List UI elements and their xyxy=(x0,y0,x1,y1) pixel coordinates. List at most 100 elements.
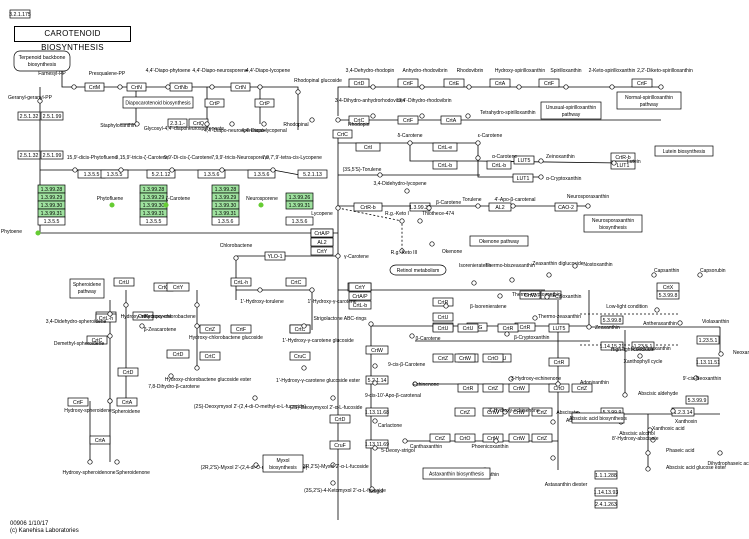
enzyme-box[interactable]: CrtD xyxy=(329,414,351,424)
enzyme-box[interactable]: CrtZ xyxy=(482,383,504,393)
compound-node[interactable]: α-Cryptoxanthin xyxy=(538,174,582,182)
compound-node[interactable]: ε-Carotene xyxy=(475,133,503,146)
enzyme-box[interactable]: LUT1 xyxy=(512,173,534,183)
compound-node[interactable]: Carlactone xyxy=(372,418,403,429)
enzyme-box[interactable]: 1.13.11.68 xyxy=(365,407,389,417)
compound-node[interactable]: β-Carotene xyxy=(426,200,462,211)
linked-map-box[interactable]: Abscisic acid biosynthesis xyxy=(569,412,627,424)
enzyme-box[interactable]: 5.3.99.8 xyxy=(656,290,680,300)
compound-node[interactable]: 4,4'-Diapo-phytoene xyxy=(146,68,191,90)
enzyme-box[interactable]: CrtD xyxy=(117,367,139,377)
enzyme-box[interactable]: 1.3.5.6 xyxy=(285,216,314,226)
compound-node[interactable]: Demethyl-spheroidene xyxy=(54,333,113,347)
enzyme-box[interactable]: CruF xyxy=(329,440,351,450)
enzyme-box[interactable]: 2.4.1.263 xyxy=(594,499,618,509)
enzyme-box[interactable]: YLO-1 xyxy=(264,251,286,261)
enzyme-box[interactable]: 3.2.1.175 xyxy=(9,9,31,19)
compound-node[interactable]: 3,4-Dehydro-rhodopin xyxy=(346,68,395,90)
compound-node[interactable]: Capsorubin xyxy=(697,268,726,278)
enzyme-box[interactable]: 2.5.1.32 xyxy=(17,150,41,160)
compound-node[interactable]: γ-Carotene xyxy=(335,253,369,260)
compound-node[interactable]: 7,9,7',9'-tetra-cis-Lycopene xyxy=(262,155,322,173)
enzyme-box[interactable]: 1.3.99.29 xyxy=(37,192,66,202)
compound-node[interactable]: Phytoene xyxy=(1,229,41,236)
enzyme-box[interactable]: CrtO xyxy=(482,353,504,363)
enzyme-box[interactable]: LUT5 xyxy=(548,323,570,333)
enzyme-box[interactable]: CrtE xyxy=(443,78,465,88)
compound-node[interactable]: 9-cis-10'-Apo-β-carotenal xyxy=(365,380,421,399)
enzyme-box[interactable]: AL2 xyxy=(488,202,512,212)
compound-node[interactable]: Xanthoxin xyxy=(670,408,698,425)
enzyme-box[interactable]: CrtW xyxy=(454,353,476,363)
compound-node[interactable]: Strigol xyxy=(369,486,383,495)
compound-node[interactable]: Nostoxanthin xyxy=(572,262,613,269)
enzyme-box[interactable]: CrtR xyxy=(457,383,479,393)
enzyme-box[interactable]: CAO-2 xyxy=(554,202,578,212)
compound-node[interactable]: R.g.-Keto III xyxy=(391,248,418,256)
enzyme-box[interactable]: CrtR xyxy=(432,297,454,307)
enzyme-box[interactable]: CrtZ xyxy=(531,407,553,417)
compound-node[interactable]: Spirilloxanthin xyxy=(550,68,582,90)
enzyme-box[interactable]: CrtO xyxy=(454,433,476,443)
enzyme-box[interactable]: CrtC xyxy=(199,351,221,361)
compound-node[interactable]: Strigolactone ABC-rings xyxy=(313,316,374,327)
enzyme-box[interactable]: 2.5.1.99 xyxy=(40,111,64,121)
enzyme-box[interactable]: CrtA xyxy=(489,78,511,88)
enzyme-box[interactable]: 5.3.99.9 xyxy=(685,395,709,405)
enzyme-box[interactable]: CrtL-b xyxy=(348,300,372,310)
compound-node[interactable]: 1'-Hydroxy-γ-carotene xyxy=(307,287,357,305)
enzyme-box[interactable]: CrtU xyxy=(113,277,135,287)
compound-node[interactable]: Antheraxanthin xyxy=(643,307,677,327)
compound-node[interactable]: Tetrahydro-spirilloxanthin xyxy=(465,110,536,119)
compound-node[interactable]: Neoxanthin xyxy=(718,350,749,357)
compound-node[interactable]: Glycosyl-4,4'-diaponeurosporenoate xyxy=(144,121,224,132)
compound-node[interactable]: 4,4'-Diapo-lycopene xyxy=(246,68,291,90)
enzyme-box[interactable]: 1.3.99.29 xyxy=(139,192,168,202)
compound-node[interactable]: Violaxanthin xyxy=(677,319,730,326)
enzyme-box[interactable]: CrtZ xyxy=(531,433,553,443)
compound-node[interactable]: Thermo-cryptoxanthin xyxy=(497,292,561,299)
enzyme-box[interactable]: CrtM xyxy=(84,82,105,92)
compound-node[interactable]: Staphyloxanthin xyxy=(100,121,140,129)
compound-node[interactable]: 9'-cis-Neoxanthin xyxy=(683,375,722,382)
enzyme-box[interactable]: CrtF xyxy=(631,78,653,88)
enzyme-box[interactable]: CrtW xyxy=(519,290,541,300)
compound-node[interactable]: Zeaxanthin xyxy=(586,324,620,331)
compound-node[interactable]: (3S,2'S)-4-Ketomyxol 2'-α-L-fucoside xyxy=(304,480,386,494)
enzyme-box[interactable]: CrtL-b xyxy=(486,160,512,170)
enzyme-box[interactable]: CrtC xyxy=(285,277,307,287)
enzyme-box[interactable]: CrtA xyxy=(89,435,111,445)
compound-node[interactable]: 3,4'-Dihydro-rhodovibrin xyxy=(398,98,452,119)
enzyme-box[interactable]: CrtD xyxy=(166,349,190,359)
compound-node[interactable]: 5-Deoxy-strigol xyxy=(372,445,415,454)
compound-node[interactable]: β-Isorenieratene xyxy=(443,303,507,310)
enzyme-box[interactable]: 1.3.99.28 xyxy=(37,184,66,194)
compound-node[interactable]: Rhodopinal glucoside xyxy=(294,78,342,95)
enzyme-box[interactable]: CrtC xyxy=(332,129,353,139)
compound-node[interactable]: Echinenone xyxy=(412,381,440,388)
compound-node[interactable]: Lycopene xyxy=(311,205,341,217)
enzyme-box[interactable]: CrtZ xyxy=(432,353,454,363)
compound-node[interactable]: 7,9,9'-tricis-Neurosporene xyxy=(211,155,269,173)
enzyme-box[interactable]: CrtA/P xyxy=(348,291,372,301)
enzyme-box[interactable]: 1.3.99.30 xyxy=(211,200,240,210)
compound-node[interactable]: Hydroxy-spheroidenone xyxy=(62,459,116,476)
linked-map-box[interactable]: Astaxanthin biosynthesis xyxy=(422,467,491,480)
compound-node[interactable]: β-Carotene xyxy=(409,333,441,342)
enzyme-box[interactable]: CrtR-b xyxy=(610,152,636,162)
linked-map-box[interactable]: Okenone pathway xyxy=(469,235,529,247)
compound-node[interactable]: Astaxanthin diester xyxy=(545,455,588,488)
enzyme-box[interactable]: CrtY xyxy=(310,246,334,256)
enzyme-box[interactable]: CrtN xyxy=(230,82,251,92)
compound-node[interactable]: Hydroxy-spheroidene xyxy=(64,398,113,414)
compound-node[interactable]: 9,9'-Di-cis-ζ-Carotene xyxy=(164,155,212,173)
compound-node[interactable]: Farnesyl-PP xyxy=(38,71,77,90)
enzyme-box[interactable]: CrtW xyxy=(508,407,530,417)
compound-node[interactable]: Hydroxy-neurosporene xyxy=(121,302,172,320)
enzyme-box[interactable]: 1.14.15.21 xyxy=(600,341,625,351)
compound-node[interactable]: Adonixanthin xyxy=(555,380,609,387)
compound-node[interactable]: 4,4'-Diapo-neurosporene xyxy=(192,68,248,90)
enzyme-box[interactable]: CrtL-h xyxy=(230,277,252,287)
